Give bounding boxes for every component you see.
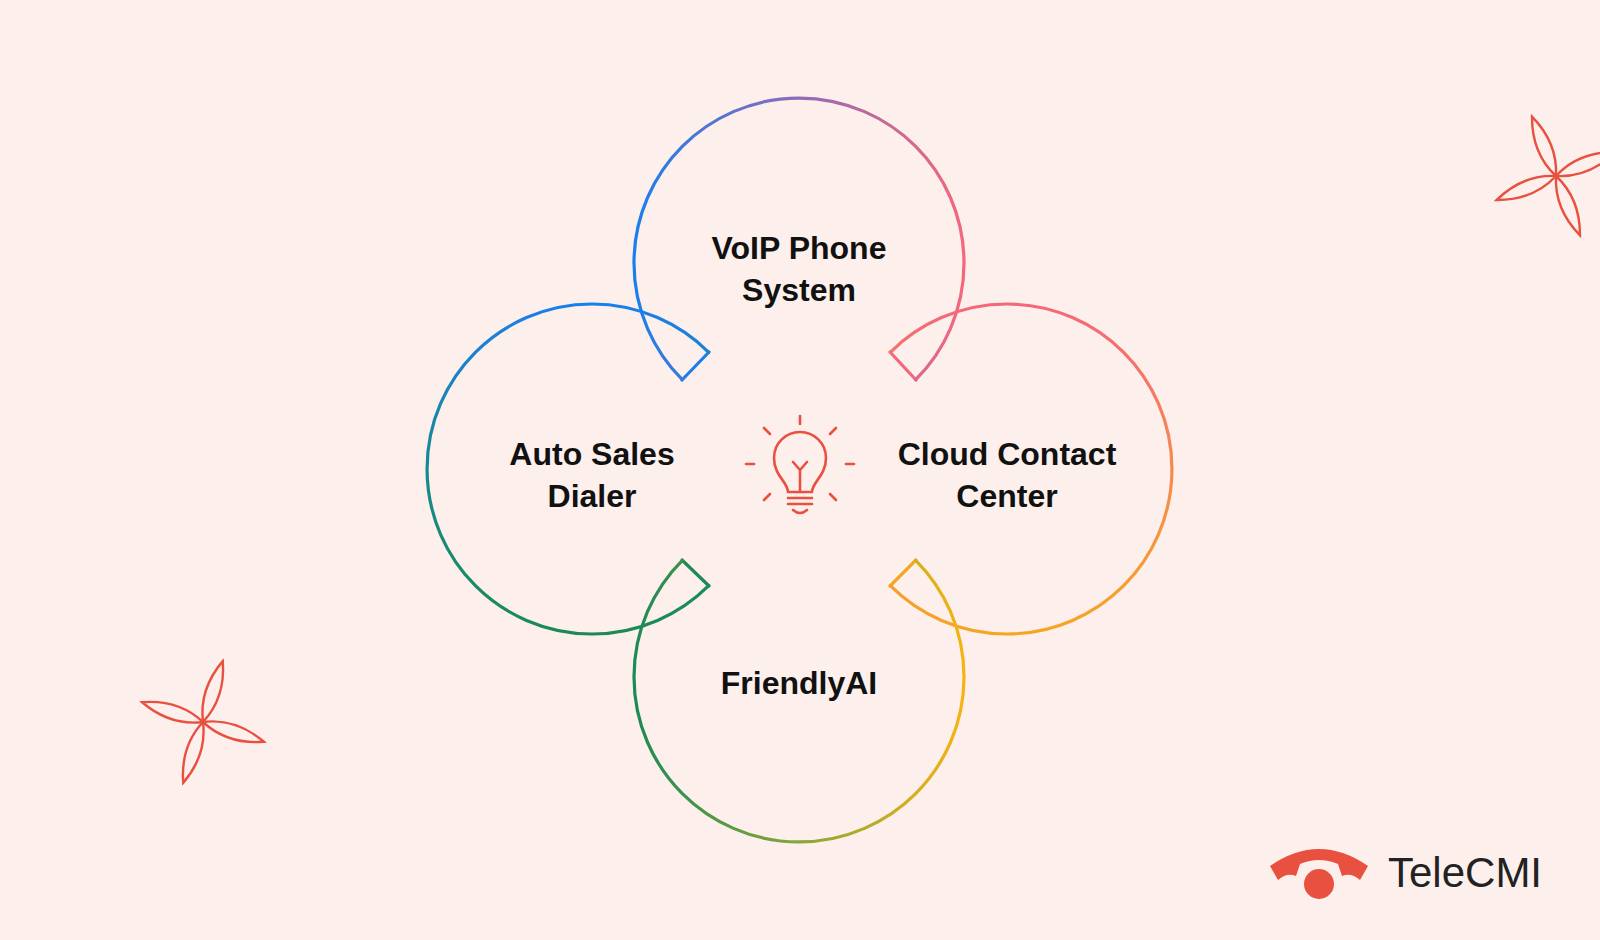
join-line bbox=[890, 352, 916, 380]
circle-arc bbox=[634, 560, 964, 842]
join-line bbox=[890, 560, 916, 586]
flower-ornament bbox=[1473, 93, 1600, 260]
node-label: Auto Sales Dialer bbox=[477, 433, 707, 517]
node-label: VoIP Phone System bbox=[679, 227, 919, 311]
circle-arc bbox=[634, 98, 964, 380]
join-line bbox=[682, 352, 709, 380]
circle-arc bbox=[427, 304, 709, 634]
logo-text: TeleCMI bbox=[1388, 849, 1542, 897]
flower-ornament bbox=[122, 641, 283, 802]
node-label: Cloud Contact Center bbox=[872, 433, 1142, 517]
node-label: FriendlyAI bbox=[664, 662, 934, 704]
arc-joins bbox=[682, 352, 916, 586]
circle-node: VoIP Phone System bbox=[629, 93, 969, 433]
circle-node: Auto Sales Dialer bbox=[422, 299, 762, 639]
logo-mark bbox=[1270, 849, 1368, 899]
join-line bbox=[682, 560, 709, 586]
lightbulb-icon bbox=[746, 416, 854, 513]
circle-node: FriendlyAI bbox=[629, 507, 969, 847]
circle-node: Cloud Contact Center bbox=[837, 299, 1177, 639]
